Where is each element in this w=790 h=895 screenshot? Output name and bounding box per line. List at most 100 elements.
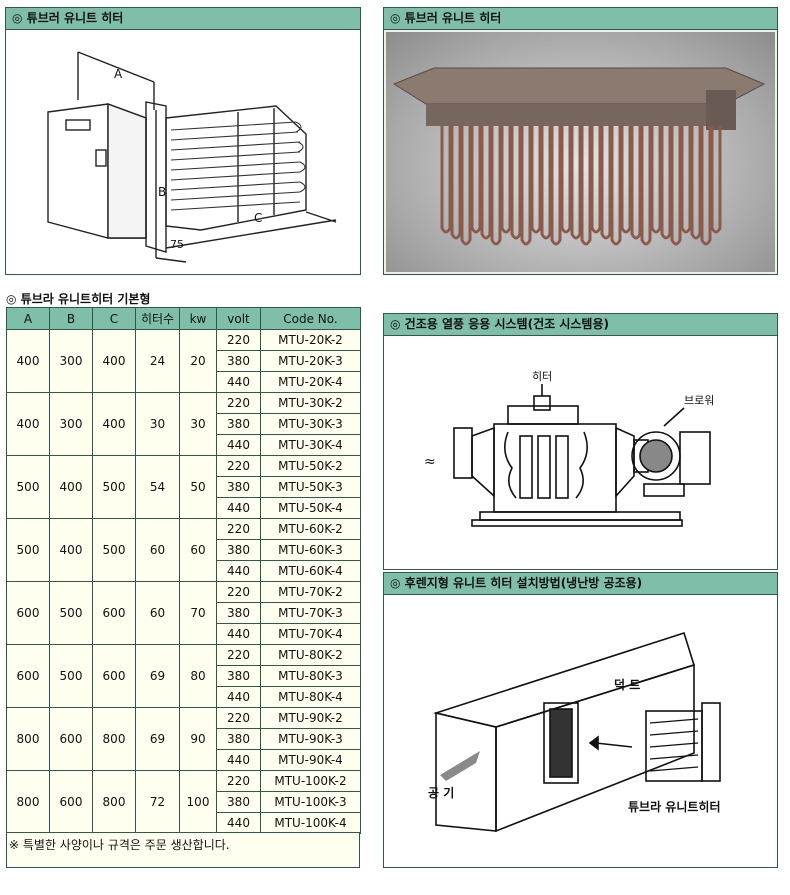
panel-drying-system: ◎ 건조용 열풍 응용 시스템(건조 시스템용) bbox=[383, 313, 778, 570]
header-b: B bbox=[49, 307, 93, 330]
header-volt: volt bbox=[216, 307, 261, 330]
heater-tube bbox=[530, 126, 542, 234]
cell-a: 600 bbox=[6, 644, 50, 708]
cell-volt: 440 bbox=[216, 371, 261, 393]
cell-c: 500 bbox=[92, 455, 136, 519]
cell-kw: 50 bbox=[179, 455, 217, 519]
cell-volt: 380 bbox=[216, 476, 261, 498]
cell-a: 800 bbox=[6, 770, 50, 834]
panel-heater-photo: ◎ 튜브러 유니트 히터 bbox=[383, 7, 778, 275]
heater-tube bbox=[480, 126, 492, 240]
cell-b: 400 bbox=[49, 455, 93, 519]
heater-tube bbox=[500, 126, 512, 234]
heater-tube bbox=[580, 126, 592, 246]
cell-volt: 380 bbox=[216, 791, 261, 813]
cell-code: MTU-20K-3 bbox=[260, 350, 361, 372]
cell-kw: 60 bbox=[179, 518, 217, 582]
cell-c: 600 bbox=[92, 581, 136, 645]
cell-code: MTU-60K-4 bbox=[260, 560, 361, 582]
cell-b: 300 bbox=[49, 392, 93, 456]
dim-label-75: 75 bbox=[170, 238, 184, 251]
panel-title: ◎ 튜브러 유니트 히터 bbox=[384, 8, 777, 30]
cell-b: 400 bbox=[49, 518, 93, 582]
cell-code: MTU-90K-3 bbox=[260, 728, 361, 750]
panel-title: ◎ 튜브러 유니트 히터 bbox=[6, 8, 360, 30]
cell-a: 400 bbox=[6, 392, 50, 456]
cell-volt: 440 bbox=[216, 623, 261, 645]
header-code: Code No. bbox=[260, 307, 361, 330]
heater-photo-illustration bbox=[392, 67, 766, 246]
cell-code: MTU-80K-3 bbox=[260, 665, 361, 687]
cell-b: 500 bbox=[49, 644, 93, 708]
label-duct: 덕 트 bbox=[614, 677, 640, 692]
cell-volt: 220 bbox=[216, 455, 261, 477]
label-tubular-unit: 튜브라 유니트히터 bbox=[628, 799, 721, 814]
cell-volt: 380 bbox=[216, 350, 261, 372]
cell-volt: 220 bbox=[216, 644, 261, 666]
heater-tube bbox=[510, 126, 522, 240]
cell-a: 500 bbox=[6, 455, 50, 519]
heater-tube bbox=[620, 126, 632, 234]
cell-b: 300 bbox=[49, 329, 93, 393]
table-header-row: A B C 히터수 kw volt Code No. bbox=[6, 307, 361, 330]
cell-a: 500 bbox=[6, 518, 50, 582]
duct-install-diagram: 덕 트 공 기 튜브라 유니트히터 bbox=[428, 631, 721, 833]
heater-tube bbox=[660, 126, 672, 240]
cell-volt: 380 bbox=[216, 413, 261, 435]
header-a: A bbox=[6, 307, 50, 330]
cell-a: 800 bbox=[6, 707, 50, 771]
dim-label-b: B bbox=[158, 185, 166, 199]
header-kw: kw bbox=[179, 307, 217, 330]
cell-code: MTU-50K-4 bbox=[260, 497, 361, 519]
cell-heaters: 60 bbox=[135, 581, 180, 645]
cell-c: 800 bbox=[92, 707, 136, 771]
cell-code: MTU-90K-4 bbox=[260, 749, 361, 771]
cell-heaters: 69 bbox=[135, 707, 180, 771]
heater-tube bbox=[560, 126, 572, 234]
heater-tube bbox=[670, 126, 682, 246]
heater-tube bbox=[600, 126, 612, 240]
heater-tube bbox=[570, 126, 582, 240]
cell-heaters: 60 bbox=[135, 518, 180, 582]
cell-code: MTU-80K-4 bbox=[260, 686, 361, 708]
drying-system-diagram: ≈ 히터 브로워 bbox=[424, 369, 714, 527]
cell-c: 800 bbox=[92, 770, 136, 834]
cell-kw: 100 bbox=[179, 770, 217, 834]
heater-tube bbox=[640, 126, 652, 246]
cell-code: MTU-50K-3 bbox=[260, 476, 361, 498]
heater-tube bbox=[650, 126, 662, 234]
heater-tube bbox=[520, 126, 532, 246]
heater-tube bbox=[610, 126, 622, 246]
cell-heaters: 30 bbox=[135, 392, 180, 456]
header-c: C bbox=[92, 307, 136, 330]
cell-c: 400 bbox=[92, 392, 136, 456]
cell-a: 400 bbox=[6, 329, 50, 393]
cell-volt: 440 bbox=[216, 497, 261, 519]
cell-kw: 90 bbox=[179, 707, 217, 771]
heater-tube bbox=[470, 126, 482, 234]
cell-heaters: 24 bbox=[135, 329, 180, 393]
cell-b: 600 bbox=[49, 707, 93, 771]
cell-volt: 380 bbox=[216, 728, 261, 750]
cell-code: MTU-80K-2 bbox=[260, 644, 361, 666]
cell-volt: 440 bbox=[216, 686, 261, 708]
heater-tube bbox=[680, 126, 692, 234]
cell-code: MTU-60K-2 bbox=[260, 518, 361, 540]
cell-code: MTU-30K-3 bbox=[260, 413, 361, 435]
cell-volt: 380 bbox=[216, 539, 261, 561]
heater-tube bbox=[590, 126, 602, 234]
heater-tube bbox=[700, 126, 712, 246]
panel-title: ◎ 후렌지형 유니트 히터 설치방법(냉난방 공조용) bbox=[384, 573, 777, 595]
heater-tube bbox=[450, 126, 462, 240]
label-blower: 브로워 bbox=[684, 394, 714, 407]
cell-c: 500 bbox=[92, 518, 136, 582]
heater-tube bbox=[440, 126, 452, 234]
